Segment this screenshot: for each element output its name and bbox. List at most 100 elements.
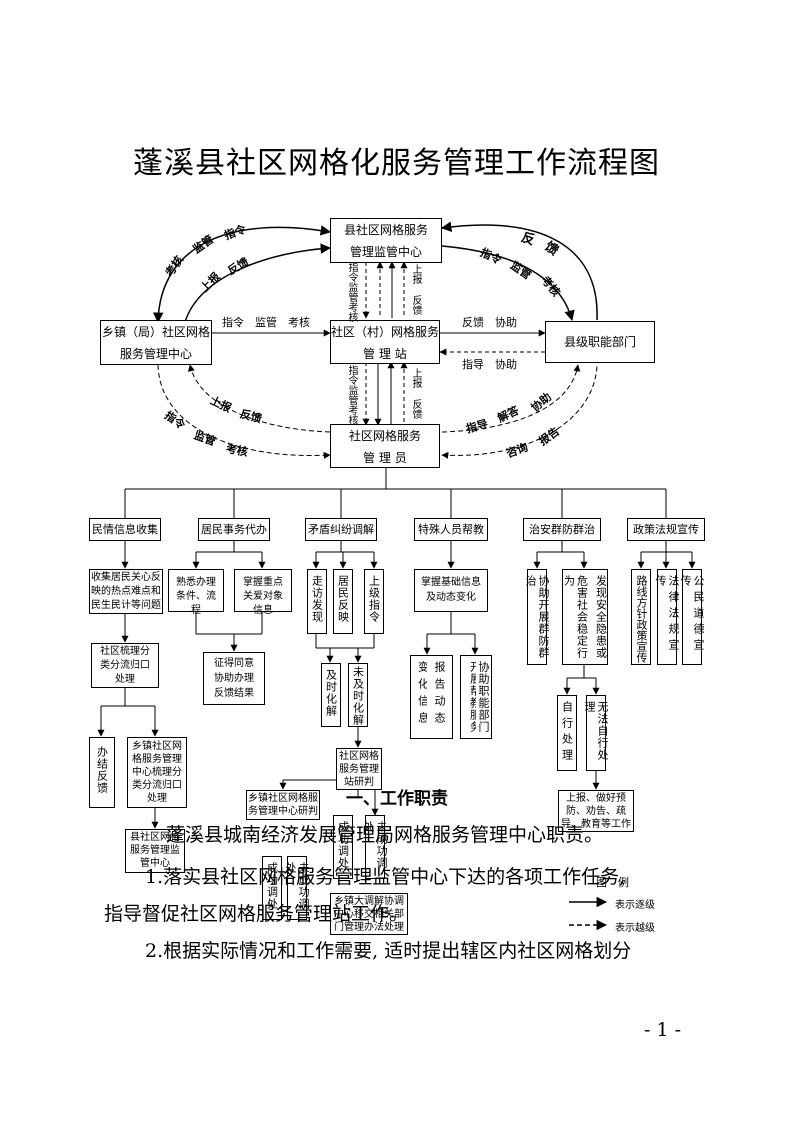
- dispute-county-box: 乡镇大调解协调中心移交相关部门管理办法处理: [330, 893, 408, 935]
- category-public-security-label: 治安群防群治: [529, 523, 595, 536]
- dispute-resolved-box: 及时化解: [321, 663, 341, 727]
- category-special-persons-label: 特殊人员帮教: [418, 523, 484, 536]
- node-community-station: 社区（村）网格服务 管 理 站: [330, 320, 440, 364]
- dispute-superior-box: 上级指令: [364, 569, 384, 634]
- category-policy-promotion: 政策法规宣传: [627, 518, 705, 541]
- dispute-success-text: 成功调处: [336, 821, 350, 869]
- category-info-collect-label: 民情信息收集: [92, 523, 158, 536]
- node-county-departments-label: 县级职能部门: [563, 335, 636, 349]
- page-number: - 1 -: [644, 1019, 682, 1041]
- special-info-box: 掌握基础信息及动态变化: [414, 569, 488, 612]
- category-dispute-mediation: 矛盾纠纷调解: [305, 518, 377, 541]
- policy-moral-text: 公民道德宣传: [679, 575, 705, 655]
- affairs-result-text: 征得同意协助办理反馈结果: [214, 658, 254, 699]
- node-county-center: 县社区网格服务 管理监管中心: [330, 218, 442, 263]
- dispute-visit-text: 走访发现: [310, 575, 324, 623]
- dispute-success-box: 成功调处: [333, 815, 353, 879]
- special-assist-box: 协助职能部门: [476, 655, 492, 739]
- node-community-station-line1: 社区（村）网格服务: [331, 325, 440, 339]
- dispute-fail-text: 未成功调处: [362, 821, 388, 869]
- info-done-text: 办结反馈: [95, 746, 109, 794]
- paragraph-2-line-2: 指导督促社区网格服务管理站工作。: [104, 903, 409, 925]
- policy-moral-box: 公民道德宣传: [679, 569, 705, 665]
- dispute-station-box: 社区网格服务管理站研判: [336, 748, 382, 790]
- special-change-text: 变化信息: [416, 661, 430, 729]
- legend-cross-level: 表示越级: [615, 923, 655, 934]
- policy-line-text: 路线方针政策宣传: [635, 575, 648, 663]
- category-public-security: 治安群防群治: [523, 518, 601, 541]
- dispute-town-box: 乡镇社区网格服务管理中心研判: [246, 790, 320, 820]
- dispute-success2-box: 成功调处: [262, 856, 282, 920]
- security-assist-text: 协助开展群防群治: [524, 575, 550, 659]
- label-town-to-station: 指令 监管 考核: [222, 316, 310, 329]
- category-info-collect: 民情信息收集: [89, 518, 161, 541]
- policy-law-text: 法律法规宣传: [654, 575, 680, 655]
- node-town-center: 乡镇（局）社区网格 服务管理中心: [100, 320, 212, 365]
- dispute-resident-text: 居民反映: [336, 575, 350, 623]
- policy-law-box: 法律法规宣传: [654, 569, 680, 665]
- label-station-to-dept: 反馈 协助: [462, 316, 517, 329]
- affairs-conditions-box: 熟悉办理条件、流程: [168, 569, 224, 616]
- affairs-key-persons-box: 掌握重点关爱对象信息: [234, 569, 292, 616]
- label-center-up-1: 上报 反馈: [410, 264, 421, 315]
- category-special-persons: 特殊人员帮教: [414, 518, 488, 541]
- dispute-resolved-text: 及时化解: [324, 669, 338, 717]
- legend-same-level: 表示逐级: [615, 900, 655, 911]
- security-self-text: 自行处理: [560, 701, 574, 765]
- node-grid-officer-line1: 社区网格服务: [348, 429, 421, 443]
- node-county-center-line2: 管理监管中心: [349, 245, 422, 259]
- node-grid-officer: 社区网格服务 管 理 员: [330, 424, 440, 468]
- security-report-text: 上报、做好预防、劝告、疏导、教育等工作: [561, 793, 631, 830]
- category-resident-affairs-label: 居民事务代办: [201, 523, 267, 536]
- security-hazard-text: 危害社会稳定行为: [562, 575, 589, 659]
- info-town-text: 乡镇社区网格服务管理中心梳理分类分流归口处理: [132, 741, 182, 804]
- label-dept-to-station: 指导 协助: [462, 358, 517, 371]
- affairs-key-persons-text: 掌握重点关爱对象信息: [243, 577, 283, 616]
- dispute-superior-text: 上级指令: [367, 575, 381, 623]
- info-county-box: 县社区网格服务管理监管中心: [125, 829, 185, 873]
- info-town-box: 乡镇社区网格服务管理中心梳理分类分流归口处理: [127, 737, 187, 808]
- dispute-town-text: 乡镇社区网格服务管理中心研判: [248, 793, 318, 817]
- special-assist-text: 协助职能部门: [477, 661, 490, 733]
- special-report-text: 报告动态: [433, 661, 446, 729]
- security-report-box: 上报、做好预防、劝告、疏导、教育等工作: [558, 790, 634, 832]
- dispute-unresolved-box: 未及时化解: [348, 663, 368, 727]
- policy-line-box: 路线方针政策宣传: [631, 569, 651, 665]
- label-center-down-2: 指令监管考核: [346, 365, 357, 425]
- node-grid-officer-line2: 管 理 员: [363, 451, 407, 465]
- dispute-station-text: 社区网格服务管理站研判: [339, 751, 379, 788]
- legend-title: 图 例: [596, 876, 629, 889]
- special-report-box: 报告动态: [427, 655, 453, 739]
- dispute-success2-text: 成功调处: [265, 862, 279, 910]
- node-community-station-line2: 管 理 站: [363, 347, 407, 361]
- info-sort-box: 社区梳理分类分流归口处理: [91, 643, 159, 688]
- info-collect-box: 收集居民关心反映的热点难点和民生民计等问题: [89, 569, 163, 614]
- dispute-unresolved-text: 未及时化解: [351, 666, 365, 726]
- dispute-fail-box: 未成功调处: [362, 815, 388, 879]
- node-town-center-line1: 乡镇（局）社区网格: [101, 325, 210, 339]
- label-center-down-1: 指令监管考核: [346, 262, 357, 322]
- security-assist-box: 协助开展群防群治: [524, 569, 550, 665]
- security-cannot-text: 无法自行处理: [583, 701, 609, 761]
- document-title: 蓬溪县社区网格化服务管理工作流程图: [133, 146, 660, 181]
- affairs-result-box: 征得同意协助办理反馈结果: [203, 652, 265, 705]
- info-county-text: 县社区网格服务管理监管中心: [130, 832, 180, 869]
- security-self-box: 自行处理: [557, 695, 577, 771]
- info-sort-text: 社区梳理分类分流归口处理: [100, 646, 150, 685]
- dispute-fail2-text: 未成功调处: [284, 862, 310, 910]
- affairs-conditions-text: 熟悉办理条件、流程: [176, 577, 216, 616]
- dispute-fail2-box: 未成功调处: [284, 856, 310, 920]
- node-town-center-line2: 服务管理中心: [119, 347, 192, 361]
- paragraph-1: 蓬溪县城南经济发展管理局网格服务管理中心职责。: [166, 824, 604, 846]
- category-resident-affairs: 居民事务代办: [198, 518, 270, 541]
- paragraph-2-line-1: 1.落实县社区网格服务管理监管中心下达的各项工作任务,: [145, 866, 626, 888]
- info-done-box: 办结反馈: [89, 737, 115, 808]
- security-hazard-box: 危害社会稳定行为 发现安全隐患或: [562, 569, 608, 665]
- section-heading: 一、工作职责: [346, 789, 448, 809]
- security-found-text: 发现安全隐患或: [594, 575, 608, 659]
- paragraph-3: 2.根据实际情况和工作需要, 适时提出辖区内社区网格划分: [145, 940, 632, 962]
- category-dispute-mediation-label: 矛盾纠纷调解: [308, 523, 374, 536]
- node-county-departments: 县级职能部门: [545, 321, 655, 363]
- dispute-county-text: 乡镇大调解协调中心移交相关部门管理办法处理: [334, 896, 404, 933]
